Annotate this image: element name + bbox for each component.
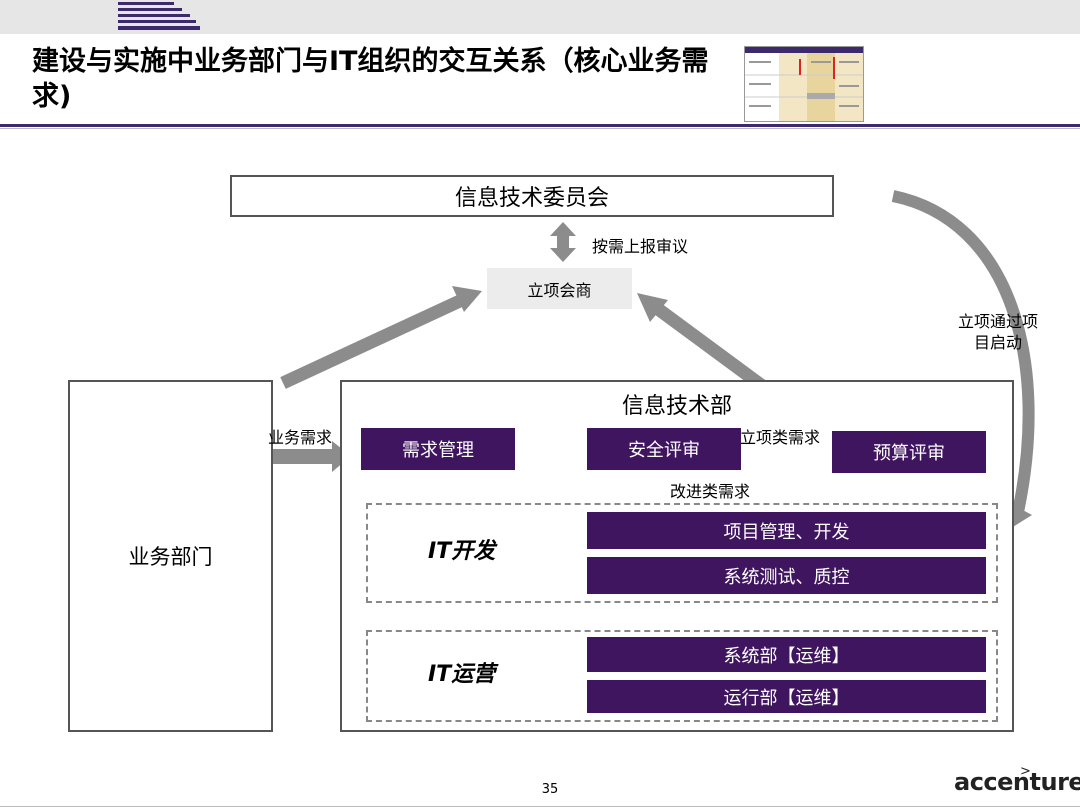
- accenture-logo: accenture: [954, 768, 1080, 796]
- it-dev-area: [366, 503, 998, 603]
- it-committee-box: 信息技术委员会: [230, 175, 834, 217]
- approval-on-demand-label: 按需上报审议: [592, 237, 689, 256]
- security-review-box: 安全评审: [587, 428, 741, 470]
- thumbnail-image: [744, 46, 864, 122]
- approval-start-label: 立项通过项目启动: [958, 312, 1039, 352]
- sys-test-box: 系统测试、质控: [587, 557, 986, 594]
- business-dept-box: 业务部门: [68, 380, 273, 732]
- it-dept-title: 信息技术部: [621, 394, 732, 419]
- it-ops-area: [366, 630, 998, 722]
- project-negotiation-box: 立项会商: [487, 268, 632, 309]
- page-title: 建设与实施中业务部门与IT组织的交互关系（核心业务需求): [32, 46, 709, 112]
- header-divider-thin: [0, 128, 1080, 129]
- project-need-label: 立项类需求: [740, 428, 821, 447]
- improvement-need-label: 改进类需求: [670, 482, 751, 501]
- page-number: 35: [541, 782, 559, 797]
- sys-ops-box: 系统部【运维】: [587, 637, 986, 672]
- footer-divider: [0, 806, 1080, 807]
- header-divider: [0, 124, 1080, 127]
- business-need-label: 业务需求: [268, 428, 333, 447]
- pm-dev-box: 项目管理、开发: [587, 512, 986, 549]
- logo-stripes: [118, 2, 200, 30]
- budget-review-box: 预算评审: [832, 431, 986, 473]
- logo-mark-icon: >: [1020, 764, 1031, 779]
- double-arrow-icon: [550, 222, 576, 262]
- it-ops-label: IT运营: [428, 662, 496, 687]
- req-mgmt-box: 需求管理: [361, 428, 515, 470]
- run-ops-box: 运行部【运维】: [587, 680, 986, 713]
- arrow-business-to-negotiation: [280, 286, 482, 389]
- it-dev-label: IT开发: [428, 539, 496, 564]
